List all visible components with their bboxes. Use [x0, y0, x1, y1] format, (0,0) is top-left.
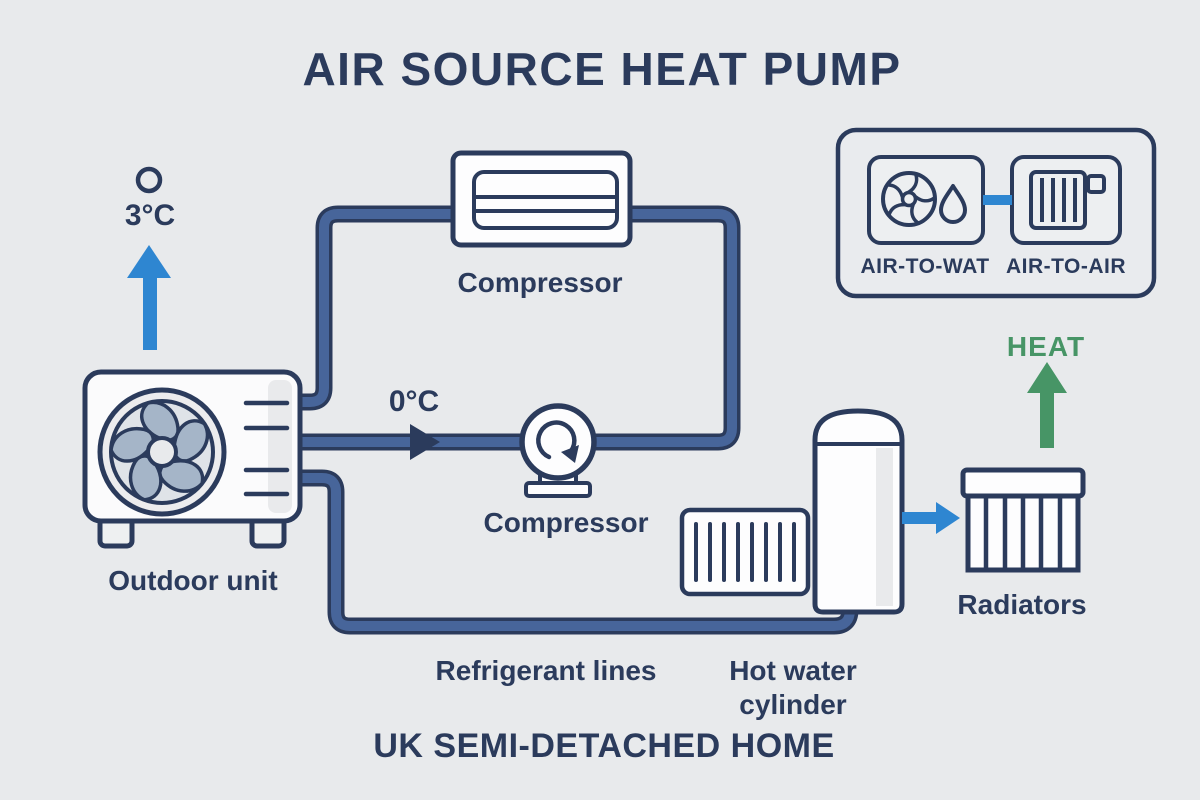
flow-temp-label: 0°C: [388, 385, 440, 418]
hot-water-cylinder-label: Hot water cylinder: [729, 655, 857, 720]
droplet-icon: [939, 184, 967, 224]
ambient-temp-label: 3°C: [124, 199, 176, 232]
up-arrow-blue-icon: [127, 245, 171, 350]
refrigerant-return-pipe: [300, 469, 859, 635]
vent-lines-icon: [243, 400, 290, 497]
refrigerant-lines-label: Refrigerant lines: [435, 655, 657, 686]
pipe-flow-arrow-icon: [410, 424, 440, 460]
outdoor-unit-icon: [82, 369, 303, 549]
up-arrow-green-icon: [1027, 362, 1067, 448]
legend-air-to-water-label: AIR-TO-WAT: [860, 255, 990, 278]
condenser-label: Compressor: [457, 267, 623, 298]
radiator-icon: [960, 467, 1086, 573]
right-arrow-blue-icon: [902, 502, 960, 534]
underfloor-radiator-icon: [679, 507, 811, 597]
radiators-label: Radiators: [957, 589, 1087, 620]
fan-droplet-icon: [881, 171, 967, 227]
fan-blades-icon: [109, 400, 210, 502]
page-title: AIR SOURCE HEAT PUMP: [302, 43, 902, 95]
legend-box: [835, 127, 1157, 299]
legend-connector: [983, 195, 1012, 205]
outdoor-unit-label: Outdoor unit: [108, 565, 278, 596]
refrigerant-loop-pipe: [300, 205, 741, 451]
degree-circle-icon: [135, 166, 163, 194]
footer-title: UK SEMI-DETACHED HOME: [373, 727, 835, 765]
compressor-label: Compressor: [483, 507, 649, 538]
legend-air-to-air-label: AIR-TO-AIR: [1005, 255, 1127, 278]
hot-water-cylinder-icon: [812, 408, 905, 615]
heat-label: HEAT: [1006, 331, 1086, 362]
legend-radiator-icon: [1029, 170, 1106, 230]
condenser-icon: [450, 150, 633, 248]
compressor-pump-icon: [519, 403, 597, 498]
